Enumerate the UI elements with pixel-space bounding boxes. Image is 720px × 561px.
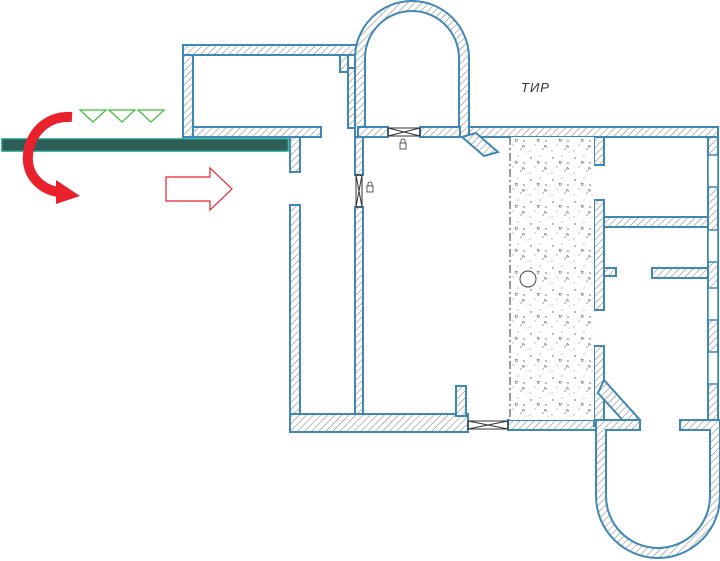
- wall: [289, 136, 301, 173]
- room-label: ТИР: [521, 80, 550, 95]
- gate-bar: [1, 138, 289, 152]
- wall: [182, 44, 359, 56]
- gravel-zone: [509, 137, 594, 420]
- window: [707, 287, 719, 321]
- door-icon: [387, 127, 421, 137]
- wall: [593, 199, 605, 311]
- wall: [354, 0, 470, 138]
- wall: [459, 131, 501, 158]
- wall: [354, 206, 364, 415]
- entry-arrow-icon: [165, 166, 233, 212]
- wall: [507, 419, 597, 431]
- window: [707, 154, 719, 188]
- wall: [289, 413, 469, 433]
- lock-icon: [366, 181, 374, 193]
- walls: [182, 0, 720, 559]
- wall: [595, 419, 720, 559]
- wall: [593, 136, 605, 166]
- wall: [468, 126, 719, 138]
- door-icon: [467, 420, 509, 430]
- wall: [651, 267, 711, 279]
- windows: [707, 154, 719, 385]
- target-circle: [519, 270, 537, 288]
- wall: [357, 126, 389, 138]
- wall: [603, 216, 711, 228]
- wall: [192, 126, 322, 138]
- wall: [289, 204, 301, 432]
- window: [707, 351, 719, 385]
- u-turn-arrow-icon: [22, 111, 80, 204]
- wall: [354, 136, 364, 176]
- wall: [455, 385, 467, 417]
- door-icon: [355, 174, 363, 208]
- wall: [182, 44, 194, 138]
- wall: [419, 126, 461, 138]
- doors: [355, 127, 509, 430]
- triangle-marker-icon: [78, 109, 166, 123]
- lock-icon: [399, 138, 407, 150]
- wall: [339, 54, 349, 73]
- wall: [603, 267, 617, 277]
- window: [707, 229, 719, 263]
